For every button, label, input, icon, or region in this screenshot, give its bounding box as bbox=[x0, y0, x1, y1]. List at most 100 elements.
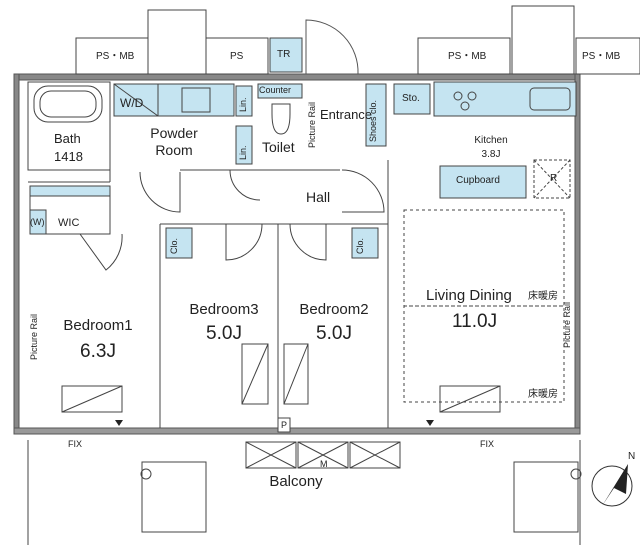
balcony-column-right bbox=[513, 461, 579, 533]
bath-name: Bath bbox=[54, 131, 81, 146]
picture-rail-hall: Picture Rail bbox=[307, 101, 317, 148]
lin-top bbox=[235, 85, 253, 117]
outdoor-unit-3 bbox=[349, 441, 401, 469]
sink bbox=[181, 87, 211, 113]
shoes-closet-label: Shoes clo. bbox=[368, 99, 378, 142]
picture-rail-bedroom1: Picture Rail bbox=[29, 313, 39, 360]
bedroom2-ac bbox=[283, 343, 309, 405]
storage bbox=[393, 83, 431, 115]
kitchen-name: Kitchen bbox=[474, 135, 508, 146]
outdoor-unit-1 bbox=[245, 441, 297, 469]
counter-label: Counter bbox=[259, 85, 292, 95]
ps-mb-right-label: PS・MB bbox=[582, 51, 621, 62]
bedroom3-name: Bedroom3 bbox=[189, 301, 259, 318]
bedroom3-ac bbox=[241, 343, 269, 405]
living-ac bbox=[439, 385, 501, 413]
tr-label: TR bbox=[277, 49, 291, 60]
floor-heating-lower bbox=[403, 305, 565, 403]
bedroom2-closet bbox=[351, 227, 379, 259]
outdoor-unit-2 bbox=[297, 441, 349, 469]
bathtub-inner bbox=[39, 90, 97, 118]
living-window-arrow bbox=[426, 420, 434, 426]
wic-shelf bbox=[29, 185, 111, 197]
bedroom2-size: 5.0J bbox=[316, 323, 352, 344]
lin-bottom-label: Lin. bbox=[238, 145, 248, 160]
bedroom1-ac bbox=[61, 385, 123, 413]
cupboard bbox=[439, 165, 527, 199]
toilet-counter bbox=[257, 83, 303, 99]
hall-name: Hall bbox=[306, 189, 331, 205]
living-name: Living Dining bbox=[426, 287, 512, 304]
storage-label: Sto. bbox=[402, 93, 420, 104]
lin-bottom bbox=[235, 125, 253, 165]
burner-3 bbox=[460, 101, 470, 111]
p-box bbox=[277, 417, 291, 433]
fix-left-label: FIX bbox=[68, 439, 83, 449]
bottom-wall bbox=[13, 427, 581, 435]
balcony-name: Balcony bbox=[269, 473, 323, 490]
ps-mb-left-label: PS・MB bbox=[96, 51, 135, 62]
compass-needle bbox=[602, 464, 628, 506]
balcony-drain-left bbox=[140, 468, 152, 480]
right-wall bbox=[574, 73, 581, 435]
toilet-bowl bbox=[271, 103, 291, 135]
bedroom2-name: Bedroom2 bbox=[299, 301, 369, 318]
compass bbox=[591, 464, 633, 507]
bedroom3-closet-label: Clo. bbox=[169, 237, 179, 254]
fridge-label: R bbox=[550, 173, 558, 184]
lin-top-label: Lin. bbox=[238, 97, 248, 112]
wic-name: WIC bbox=[58, 217, 80, 229]
entrance-door bbox=[305, 19, 359, 75]
kitchen-size: 3.8J bbox=[481, 149, 501, 160]
kitchen-sink bbox=[529, 87, 571, 111]
entrance-name: Entrance bbox=[320, 107, 373, 122]
tr-box bbox=[269, 37, 303, 73]
burner-1 bbox=[453, 91, 463, 101]
living-size: 11.0J bbox=[452, 311, 498, 332]
bedroom2-closet-label: Clo. bbox=[355, 237, 365, 254]
powder-door bbox=[229, 169, 261, 201]
picture-rail-living: Picture Rail bbox=[562, 301, 572, 348]
living-door bbox=[341, 169, 385, 213]
column-top-right bbox=[511, 5, 575, 75]
powder-name-line1: Powder bbox=[150, 125, 198, 141]
shoes-closet bbox=[365, 83, 387, 147]
column-top-left bbox=[147, 9, 207, 75]
wic-door bbox=[79, 233, 123, 271]
bedroom3-size: 5.0J bbox=[206, 323, 242, 344]
fridge-space bbox=[533, 159, 571, 199]
ps-shaft bbox=[205, 37, 269, 75]
compass-north-label: N bbox=[628, 451, 636, 462]
floor-heating-label-upper: 床暖房 bbox=[528, 291, 558, 302]
ps-mb-center-shaft bbox=[417, 37, 511, 75]
bedroom2-door bbox=[289, 223, 327, 261]
hall-door bbox=[139, 171, 181, 213]
ps-mb-center-label: PS・MB bbox=[448, 51, 487, 62]
m-label: M bbox=[320, 459, 328, 469]
wic-w-label: (W) bbox=[30, 217, 45, 227]
p-label: P bbox=[281, 420, 288, 430]
wic-left-shelf bbox=[29, 209, 47, 235]
wd-label: W/D bbox=[120, 96, 144, 110]
floor-heating-label-lower: 床暖房 bbox=[528, 389, 558, 400]
fix-right-label: FIX bbox=[480, 439, 495, 449]
bedroom1-size: 6.3J bbox=[80, 341, 116, 362]
balcony-column-left bbox=[141, 461, 207, 533]
bedroom1-window-arrow bbox=[115, 420, 123, 426]
bath-size: 1418 bbox=[54, 149, 83, 164]
balcony-drain-right bbox=[570, 468, 582, 480]
top-wall bbox=[13, 73, 581, 81]
toilet-name: Toilet bbox=[262, 139, 295, 155]
ps-mb-right-shaft bbox=[575, 37, 640, 75]
burner-2 bbox=[467, 91, 477, 101]
bedroom3-closet bbox=[165, 227, 193, 259]
left-wall bbox=[13, 73, 20, 435]
cupboard-label: Cupboard bbox=[456, 175, 500, 186]
ps-label: PS bbox=[230, 51, 244, 62]
bedroom3-door bbox=[225, 223, 263, 261]
powder-counter bbox=[157, 83, 235, 117]
bedroom1-name: Bedroom1 bbox=[63, 317, 133, 334]
powder-name-line2: Room bbox=[155, 142, 193, 158]
bathtub bbox=[33, 85, 103, 123]
